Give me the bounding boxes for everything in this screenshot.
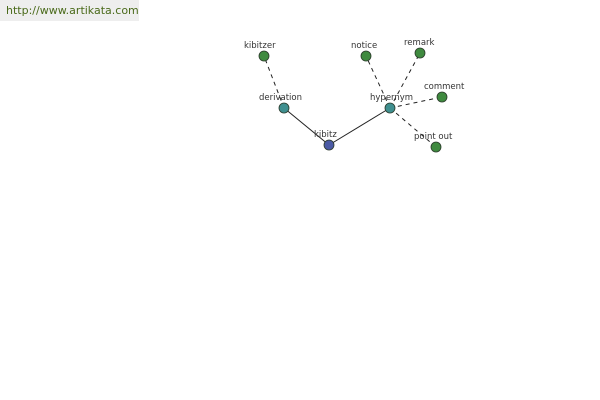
node-derivation[interactable]: derivation (259, 93, 302, 114)
node-label-notice[interactable]: notice (351, 41, 377, 51)
node-point-out[interactable]: point out (414, 132, 453, 153)
node-dot-derivation[interactable] (278, 102, 290, 114)
edge-kibitz-derivation (283, 107, 330, 146)
edge-hypernym-notice (365, 55, 391, 109)
node-notice[interactable]: notice (351, 41, 377, 62)
node-comment[interactable]: comment (424, 82, 465, 103)
node-remark[interactable]: remark (404, 38, 435, 59)
edge-kibitz-hypernym (328, 107, 391, 146)
node-dot-hypernym[interactable] (384, 102, 396, 114)
node-label-comment[interactable]: comment (424, 82, 465, 92)
nodes-layer: kibitz derivation hypernym kibitzer notice re… (244, 38, 465, 153)
site-url-banner[interactable]: http://www.artikata.com (0, 0, 139, 21)
edges-layer (263, 52, 443, 148)
node-dot-point-out[interactable] (430, 141, 442, 153)
edge-hypernym-point-out (389, 107, 437, 148)
node-label-kibitzer[interactable]: kibitzer (244, 41, 276, 51)
node-label-derivation[interactable]: derivation (259, 93, 302, 103)
node-dot-kibitz[interactable] (323, 139, 335, 151)
edge-hypernym-comment (389, 96, 443, 109)
edge-hypernym-remark (389, 52, 421, 109)
node-kibitz[interactable]: kibitz (314, 130, 337, 151)
node-dot-kibitzer[interactable] (258, 50, 270, 62)
edge-derivation-kibitzer (263, 55, 285, 109)
node-dot-notice[interactable] (360, 50, 372, 62)
node-label-point-out[interactable]: point out (414, 132, 453, 142)
node-hypernym[interactable]: hypernym (370, 93, 413, 114)
node-label-remark[interactable]: remark (404, 38, 435, 48)
node-dot-remark[interactable] (414, 47, 426, 59)
node-kibitzer[interactable]: kibitzer (244, 41, 276, 62)
node-dot-comment[interactable] (436, 91, 448, 103)
node-label-hypernym[interactable]: hypernym (370, 93, 413, 103)
node-label-kibitz[interactable]: kibitz (314, 130, 337, 140)
